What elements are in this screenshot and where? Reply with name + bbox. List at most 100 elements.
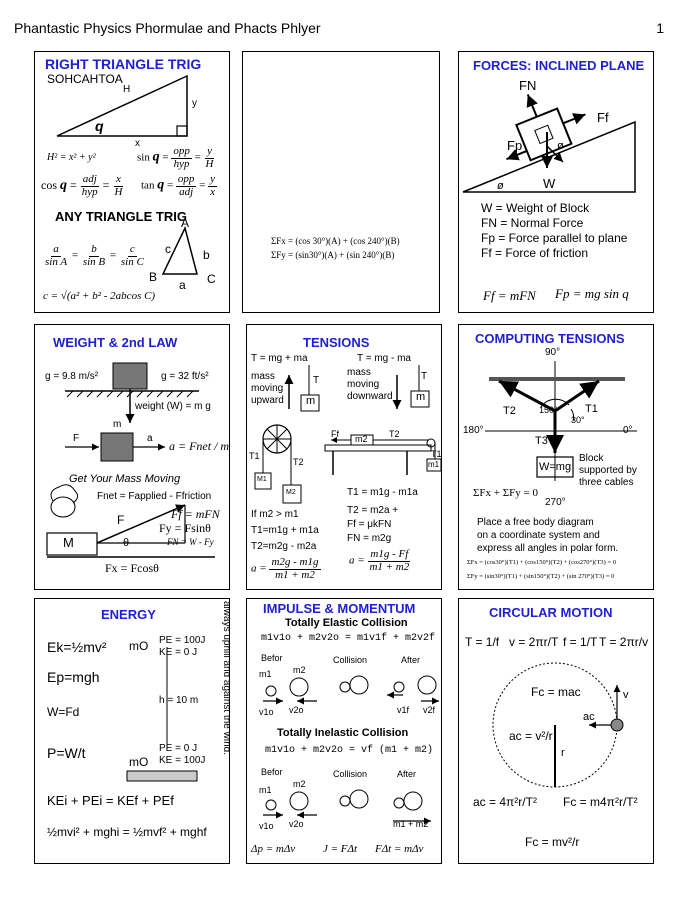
- label-t-down: T: [421, 371, 428, 382]
- fx-eq: Fx = Fcosθ: [105, 561, 159, 575]
- newton-second-law: a = Fnet / m: [169, 439, 230, 453]
- inelastic-eq: m1v1o + m2v2o = vf (m1 + m2): [265, 745, 434, 756]
- table-t1: T1 = m1g - m1a: [347, 487, 418, 498]
- block-note-1: Block: [579, 453, 604, 464]
- label-w: W: [543, 176, 556, 191]
- centripetal-force-period: Fc = m4π²r/T²: [563, 795, 638, 809]
- label-t1-pulley: T1: [249, 451, 260, 461]
- energy-conservation: KEi + PEi = KEf + PEf: [47, 793, 174, 808]
- label-ff-table: Ff: [331, 429, 339, 439]
- centripetal-accel: ac = v²/r: [509, 729, 553, 743]
- tension-up-eq: T = mg + ma: [251, 353, 308, 364]
- panel-right-triangle-trig: RIGHT TRIANGLE TRIG SOHCAHTOA H y q x H²…: [34, 51, 230, 313]
- label-m: m: [113, 419, 122, 430]
- label-m2b: m2: [293, 779, 306, 789]
- weight-formula: weight (W) = m g: [135, 401, 211, 412]
- angle-150: 150°: [539, 405, 558, 415]
- mass-moving-caption: Get Your Mass Moving: [69, 473, 181, 485]
- work: W=Fd: [47, 705, 80, 719]
- tensions-diagram: [254, 365, 441, 504]
- label-f: F: [73, 433, 80, 444]
- table-ff: Ff = μkFN: [347, 519, 392, 530]
- label-y: y: [192, 98, 197, 109]
- label-v2ob: v2o: [289, 819, 304, 829]
- down-label-3: downward: [347, 391, 393, 402]
- angle-180: 180°: [463, 425, 484, 436]
- panel-vector-sums: ΣFx = (cos 30°)(A) + (cos 240°)(B) ΣFy =…: [242, 51, 440, 313]
- velocity: v = 2πr/T: [509, 635, 559, 649]
- inclined-plane-diagram: [462, 94, 636, 193]
- tension-down-eq: T = mg - ma: [357, 353, 411, 364]
- legend-ff: Ff = Force of friction: [481, 246, 589, 260]
- right-triangle-diagram: [56, 74, 188, 137]
- frequency: f = 1/T: [563, 635, 598, 649]
- label-t1-table: T1: [431, 449, 442, 459]
- period-velocity: T = 2πr/v: [599, 635, 649, 649]
- label-C: C: [207, 272, 216, 286]
- block-weight: W=mg: [539, 461, 572, 473]
- gravity-si: g = 9.8 m/s²: [45, 371, 99, 382]
- label-t2-table: T2: [389, 429, 400, 439]
- label-v1ob: v1o: [259, 821, 274, 831]
- label-m2-table: m2: [355, 434, 368, 444]
- centripetal-force: Fc = mac: [531, 685, 581, 699]
- label-a: a: [147, 433, 153, 444]
- instruction-2: on a coordinate system and: [477, 530, 600, 541]
- label-t3: T3: [535, 435, 548, 447]
- general-triangle-diagram: [161, 225, 198, 275]
- down-label-2: moving: [347, 379, 380, 390]
- down-label-1: mass: [347, 367, 371, 378]
- mass-top: mO: [129, 639, 149, 653]
- label-theta-base: ø: [497, 180, 504, 192]
- up-label-1: mass: [251, 371, 275, 382]
- block-note-2: supported by: [579, 465, 637, 476]
- circular-motion-diagram: [492, 662, 624, 788]
- label-m-down: m: [416, 391, 426, 403]
- label-r: r: [561, 747, 565, 759]
- pulley-t2: T2=m2g - m2a: [251, 541, 317, 552]
- elastic-heading: Totally Elastic Collision: [285, 617, 408, 629]
- bicycling-quote: First Law of Bicycling: No matter which …: [221, 601, 230, 755]
- after2-label: After: [397, 769, 417, 779]
- impulse-momentum: FΔt = mΔv: [375, 843, 424, 855]
- page-header-title: Phantastic Physics Phormulae and Phacts …: [14, 20, 321, 36]
- panel-title: RIGHT TRIANGLE TRIG: [45, 56, 202, 72]
- elastic-collision-diagram: [263, 675, 439, 825]
- panel-energy: ENERGY Ek=½mv² Ep=mgh W=Fd P=W/t mO PE =…: [34, 598, 230, 864]
- sum-fx: ΣFx = (cos 30°)(A) + (cos 240°)(B): [271, 236, 400, 246]
- label-fn: FN: [519, 78, 537, 93]
- label-m1-table: m1: [428, 460, 440, 469]
- potential-energy: Ep=mgh: [47, 669, 100, 685]
- table-t2: T2 = m2a +: [347, 505, 399, 516]
- centripetal-accel-period: ac = 4π²r/T²: [473, 795, 537, 809]
- label-x: x: [135, 138, 140, 149]
- panel-title: IMPULSE & MOMENTUM: [263, 601, 416, 616]
- gravity-us: g = 32 ft/s²: [161, 371, 209, 382]
- ke-bottom: KE = 100J: [159, 755, 206, 766]
- angle-0: 0°: [623, 425, 633, 436]
- height: h = 10 m: [159, 695, 199, 706]
- elastic-eq: m1v1o + m2v2o = m1v1f + m2v2f: [261, 633, 436, 644]
- label-m1b: m1: [259, 785, 272, 795]
- instruction-1: Place a free body diagram: [477, 517, 594, 528]
- label-v1f: v1f: [397, 705, 410, 715]
- label-a: a: [179, 278, 186, 292]
- label-theta-block: ø: [557, 140, 564, 152]
- inelastic-heading: Totally Inelastic Collision: [277, 727, 409, 739]
- label-m1: m1: [259, 669, 272, 679]
- panel-impulse-momentum: IMPULSE & MOMENTUM Totally Elastic Colli…: [246, 598, 442, 864]
- equilibrium-sum: ΣFx + ΣFy = 0: [473, 487, 538, 499]
- collision-label: Collision: [333, 655, 368, 665]
- panel-title: COMPUTING TENSIONS: [475, 331, 625, 346]
- label-t1: T1: [585, 403, 598, 415]
- instruction-3: express all angles in polar form.: [477, 543, 619, 554]
- parallel-force-formula: Fp = mg sin q: [555, 286, 629, 301]
- up-label-2: moving: [251, 383, 284, 394]
- label-f2: F: [117, 513, 125, 527]
- panel-tensions: TENSIONS T = mg + ma T = mg - ma mass mo…: [246, 324, 442, 590]
